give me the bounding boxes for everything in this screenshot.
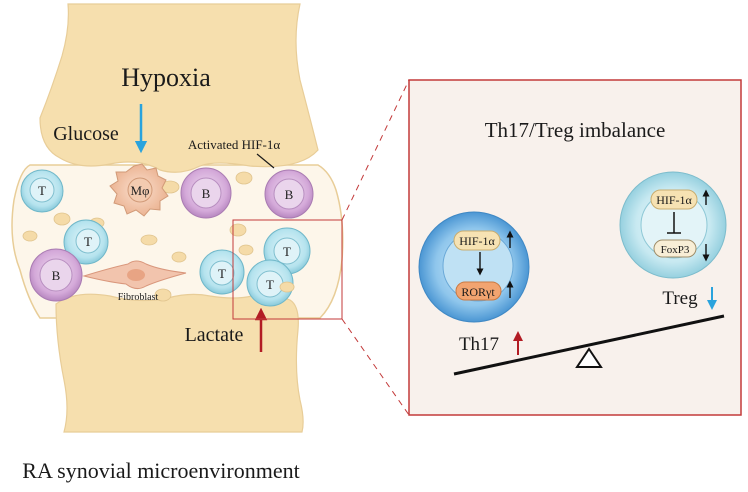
seesaw-fulcrum [575,347,603,368]
treg-cell: HIF-1α FoxP3 [619,171,727,279]
th17-ror-label: RORγt [461,285,495,299]
hif-pill [453,230,501,251]
fluid-droplet [279,281,295,293]
upper-bone [39,3,319,173]
b-cell-label: B [202,186,211,201]
macrophage: Mφ [109,163,169,217]
t-cell-label: T [84,234,92,249]
treg-hif-label: HIF-1α [656,193,692,207]
figure-caption: RA synovial microenvironment [22,458,299,483]
glucose-label: Glucose [53,123,119,145]
b-cell: B [180,167,232,219]
t-cell-label: T [283,244,291,259]
t-cell-label: T [218,266,226,281]
b-cell: B [264,169,314,219]
zoom-connector-bottom [341,318,410,416]
treg-hif-pill [650,189,698,210]
fibroblast-label: Fibroblast [118,292,159,303]
macrophage-label: Mφ [130,183,149,198]
b-cell-label: B [285,187,294,202]
fibroblast: Fibroblast [82,260,187,303]
b-cell: B [29,248,83,302]
joint-illustration [11,3,344,433]
treg-label: Treg [662,288,698,309]
hypoxia-title: Hypoxia [121,63,211,92]
treg-foxp3-label: FoxP3 [661,244,690,256]
zoom-connector-top [341,79,410,221]
foxp3-pill [653,239,697,258]
th17-cell: HIF-1α RORγt [418,211,530,323]
lactate-label: Lactate [185,324,244,346]
b-cell-label: B [52,268,61,283]
activated-hif-label: Activated HIF-1α [188,137,281,152]
t-cell: T [20,169,64,213]
zoom-region [232,219,343,320]
t-cell: T [63,219,109,265]
th17-label: Th17 [459,334,499,355]
t-cell-label: T [266,277,274,292]
seesaw-beam [453,314,725,376]
t-cell-label: T [38,183,46,198]
panel-title: Th17/Treg imbalance [485,118,666,142]
th17-hif-label: HIF-1α [459,234,495,248]
t-cell: T [199,249,245,295]
lower-bone [55,293,304,433]
ror-pill [455,281,502,301]
activated-hif-pointer [256,153,275,169]
